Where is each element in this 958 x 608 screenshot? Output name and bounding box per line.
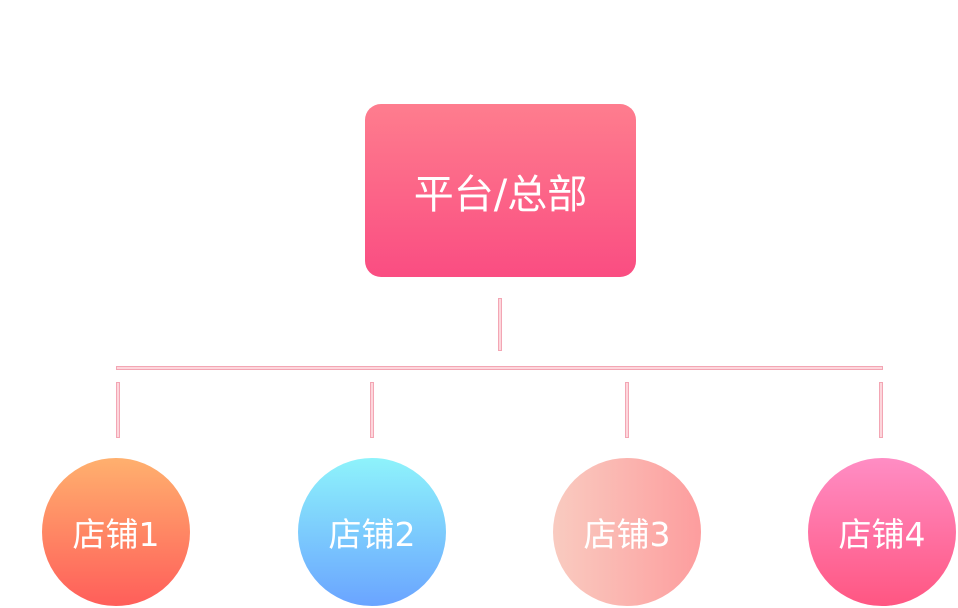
connector-store-4	[879, 382, 883, 438]
store-label: 店铺1	[72, 515, 160, 554]
connector-store-3	[625, 382, 629, 438]
store-node-1: 店铺1	[42, 458, 190, 606]
connector-store-2	[370, 382, 374, 438]
connector-horizontal	[116, 366, 883, 370]
connector-store-1	[116, 382, 120, 438]
store-node-3: 店铺3	[553, 458, 701, 606]
store-node-4: 店铺4	[808, 458, 956, 606]
connector-root	[498, 298, 502, 351]
root-node: 平台/总部	[365, 104, 636, 277]
store-node-2: 店铺2	[298, 458, 446, 606]
store-label: 店铺3	[583, 515, 671, 554]
store-label: 店铺2	[328, 515, 416, 554]
root-label: 平台/总部	[413, 171, 588, 218]
store-label: 店铺4	[838, 515, 926, 554]
